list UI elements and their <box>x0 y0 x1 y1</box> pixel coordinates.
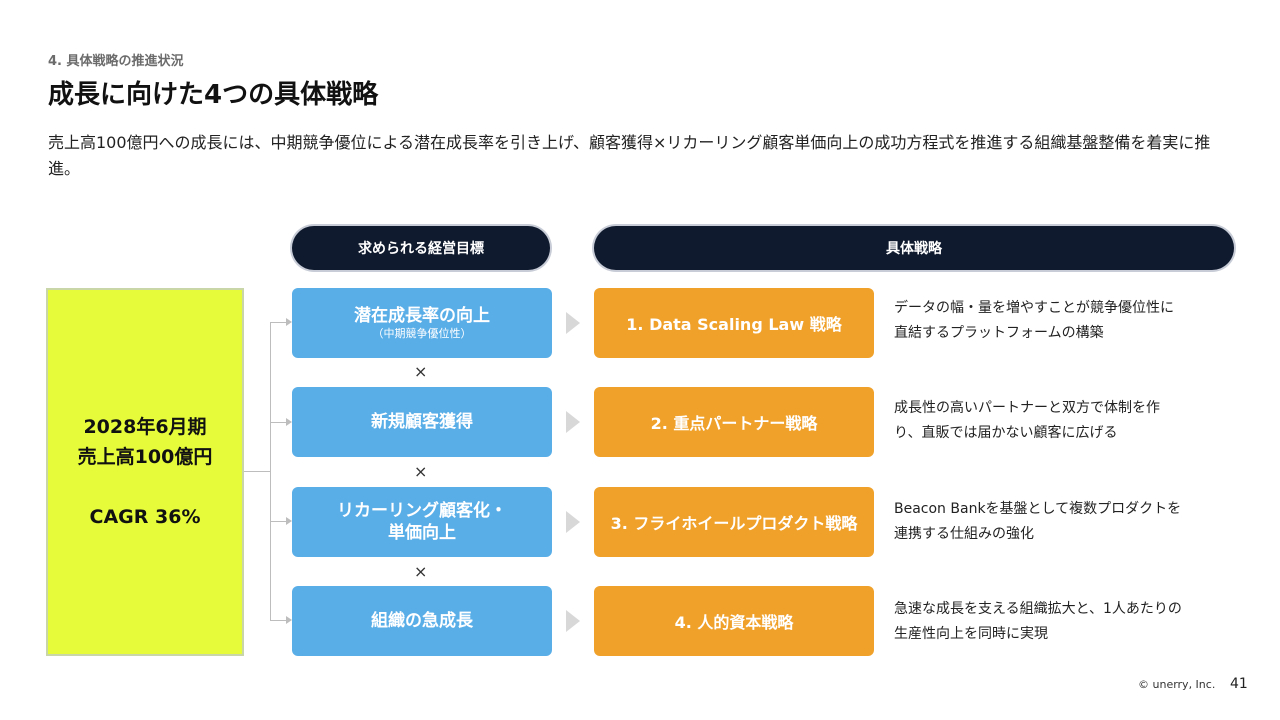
arrow-right-icon <box>566 312 580 334</box>
connector-arrow <box>286 318 292 326</box>
goal-item-label: 新規顧客獲得 <box>371 412 473 432</box>
goal-item-label-2: 単価向上 <box>388 523 456 543</box>
goals-header-label: 求められる経営目標 <box>358 241 484 257</box>
times-symbol: × <box>414 462 428 481</box>
goal-item-new-customers: 新規顧客獲得 <box>292 387 552 457</box>
goal-item-potential-growth: 潜在成長率の向上 （中期競争優位性） <box>292 288 552 358</box>
strategy-item-label: 1. Data Scaling Law 戦略 <box>626 315 842 334</box>
connector-arrow <box>286 517 292 525</box>
times-symbol: × <box>414 362 428 381</box>
section-label: 4. 具体戦略の推進状況 <box>48 54 184 69</box>
connector-branch <box>270 620 286 621</box>
arrow-right-icon <box>566 511 580 533</box>
strategy-item-label: 2. 重点パートナー戦略 <box>650 414 818 433</box>
goal-item-recurring: リカーリング顧客化・ 単価向上 <box>292 487 552 557</box>
connector-vertical <box>270 322 271 620</box>
goal-revenue: 売上高100億円 <box>77 446 213 468</box>
strategy-item-label: 4. 人的資本戦略 <box>674 613 794 632</box>
strategy-description-line: 成長性の高いパートナーと双方で体制を作 <box>894 400 1160 416</box>
connector-branch <box>270 422 286 423</box>
goal-item-label: 組織の急成長 <box>371 611 473 631</box>
strategy-item-label: 3. フライホイールプロダクト戦略 <box>610 514 858 533</box>
arrow-right-icon <box>566 610 580 632</box>
goal-cagr: CAGR 36% <box>89 506 201 528</box>
goal-period: 2028年6月期 <box>83 416 207 438</box>
strategy-description: 急速な成長を支える組織拡大と、1人あたりの 生産性向上を同時に実現 <box>894 597 1244 647</box>
strategy-item-data-scaling: 1. Data Scaling Law 戦略 <box>594 288 874 358</box>
strategy-item-flywheel: 3. フライホイールプロダクト戦略 <box>594 487 874 557</box>
strategy-description-line: データの幅・量を増やすことが競争優位性に <box>894 300 1174 316</box>
lead-text: 売上高100億円への成長には、中期競争優位による潜在成長率を引き上げ、顧客獲得×… <box>48 133 1211 178</box>
page-title: 成長に向けた4つの具体戦略 <box>48 80 379 110</box>
strategy-description: 成長性の高いパートナーと双方で体制を作 り、直販では届かない顧客に広げる <box>894 396 1244 446</box>
strategy-description: データの幅・量を増やすことが競争優位性に 直結するプラットフォームの構築 <box>894 296 1244 346</box>
goals-header: 求められる経営目標 <box>292 226 550 270</box>
strategy-item-partner: 2. 重点パートナー戦略 <box>594 387 874 457</box>
strategy-description: Beacon Bankを基盤として複数プロダクトを 連携する仕組みの強化 <box>894 497 1244 547</box>
goal-item-organization: 組織の急成長 <box>292 586 552 656</box>
strategy-description-line: 連携する仕組みの強化 <box>894 526 1034 542</box>
strategies-header-label: 具体戦略 <box>886 241 942 257</box>
strategy-description-line: 急速な成長を支える組織拡大と、1人あたりの <box>894 601 1182 617</box>
strategy-description-line: Beacon Bankを基盤として複数プロダクトを <box>894 501 1182 517</box>
strategy-description-line: 直結するプラットフォームの構築 <box>894 325 1104 341</box>
strategy-description-line: 生産性向上を同時に実現 <box>894 626 1048 642</box>
strategy-item-human-capital: 4. 人的資本戦略 <box>594 586 874 656</box>
page-number: 41 <box>1230 676 1248 692</box>
connector-branch <box>270 521 286 522</box>
connector-horizontal <box>244 471 270 472</box>
goal-item-sublabel: （中期競争優位性） <box>372 327 472 340</box>
strategies-header: 具体戦略 <box>594 226 1234 270</box>
times-symbol: × <box>414 562 428 581</box>
connector-arrow <box>286 418 292 426</box>
goal-item-label: 潜在成長率の向上 <box>354 306 490 326</box>
connector-arrow <box>286 616 292 624</box>
strategy-description-line: り、直販では届かない顧客に広げる <box>894 425 1118 441</box>
arrow-right-icon <box>566 411 580 433</box>
copyright: © unerry, Inc. <box>1138 678 1216 691</box>
connector-branch <box>270 322 286 323</box>
goal-item-label: リカーリング顧客化・ <box>337 501 507 521</box>
goal-box: 2028年6月期 売上高100億円 CAGR 36% <box>46 288 244 656</box>
